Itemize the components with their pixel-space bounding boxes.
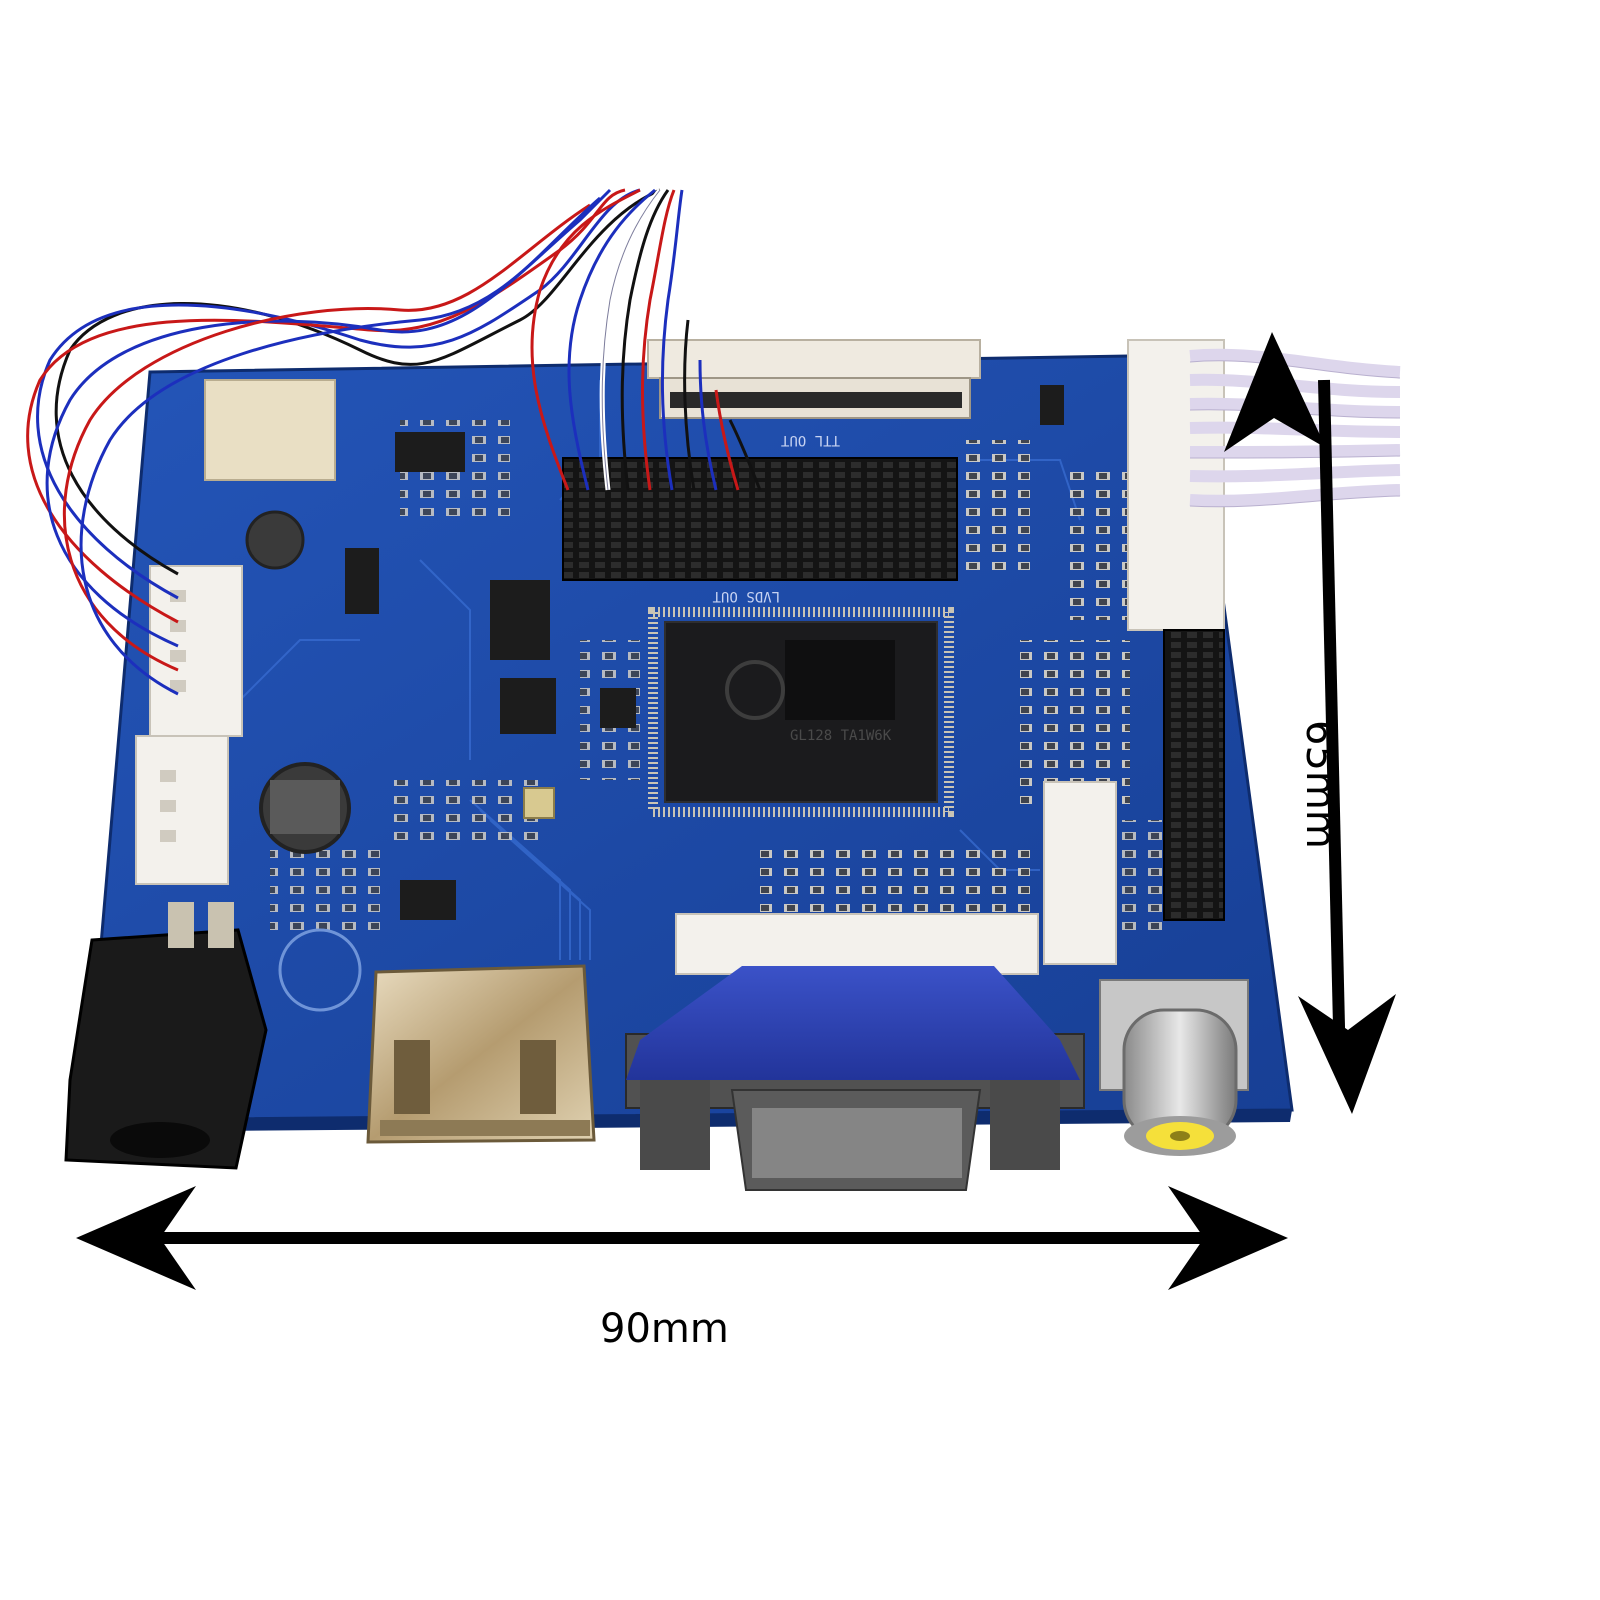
bottom-connector — [675, 913, 1039, 975]
vga-port — [625, 966, 1085, 1191]
width-dimension-label: 90mm — [600, 1306, 729, 1352]
rca-jack — [1099, 979, 1249, 1156]
hdmi-port — [366, 964, 596, 1144]
controller-chip: GL128 TA1W6K — [648, 607, 954, 817]
mid-right-connector — [1043, 781, 1117, 965]
height-dimension-label: 65mm — [1297, 720, 1343, 849]
left-connectors — [135, 565, 243, 885]
pin-header-right — [1163, 629, 1225, 921]
chip-marking: GL128 TA1W6K — [790, 728, 892, 744]
lvds-out-label: LVDS OUT — [712, 588, 780, 604]
double-arrow-horizontal — [76, 1186, 1288, 1290]
ttl-connector: TTL OUT — [647, 339, 981, 448]
small-components — [204, 379, 1064, 1012]
dc-jack — [64, 902, 268, 1170]
ttl-out-label: TTL OUT — [780, 432, 840, 448]
lvds-header: LVDS OUT — [562, 457, 958, 604]
double-arrow-vertical — [1224, 332, 1396, 1114]
wire-harness — [26, 188, 762, 696]
